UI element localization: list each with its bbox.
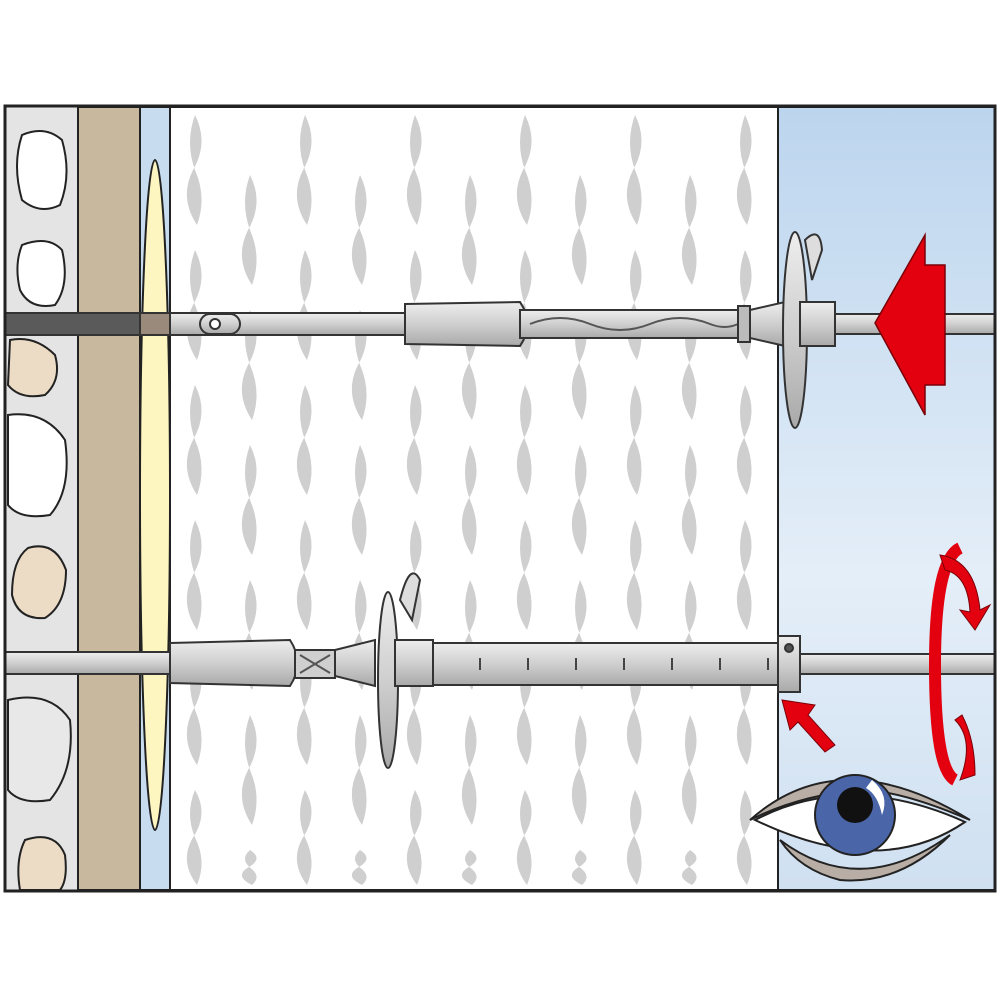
insulation-wave	[351, 850, 367, 885]
insulation-wave	[736, 115, 752, 225]
insulation-wave	[241, 445, 257, 555]
insulation-wave	[571, 715, 587, 825]
insulation-wave	[516, 790, 532, 885]
insulation-wave	[681, 715, 697, 825]
insulation-wave	[296, 520, 312, 630]
insulation-wave	[461, 715, 477, 825]
insulation-wave	[681, 850, 697, 885]
insulation-layer	[169, 106, 779, 891]
insulation-wave	[406, 115, 422, 225]
insulation-wave	[406, 385, 422, 495]
insulation-wave	[626, 790, 642, 885]
insulation-wave	[626, 520, 642, 630]
push-arrow-icon	[874, 232, 946, 416]
anchor-top	[4, 231, 996, 429]
insulation-wave	[241, 715, 257, 825]
insulation-wave	[296, 790, 312, 885]
insulation-wave	[736, 520, 752, 630]
insulation-wave	[571, 850, 587, 885]
insulation-wave	[296, 115, 312, 225]
masonry-layer	[77, 106, 141, 891]
eye-icon	[749, 774, 971, 882]
insulation-wave	[351, 175, 367, 285]
insulation-wave	[296, 385, 312, 495]
anchor-bottom	[4, 572, 996, 769]
insulation-wave	[351, 445, 367, 555]
insulation-wave	[681, 445, 697, 555]
insulation-wave	[516, 115, 532, 225]
insulation-wave	[351, 715, 367, 825]
insulation-wave	[186, 790, 202, 885]
insulation-wave	[186, 115, 202, 225]
insulation-wave	[736, 385, 752, 495]
insulation-wave	[626, 385, 642, 495]
adhesive-bead	[139, 159, 171, 831]
insulation-wave	[681, 175, 697, 285]
insulation-wave	[186, 385, 202, 495]
insulation-wave	[516, 385, 532, 495]
stones	[6, 130, 72, 891]
check-arrow-icon	[781, 699, 836, 753]
insulation-wave	[186, 520, 202, 630]
insulation-wave	[241, 310, 257, 420]
insulation-wave	[516, 520, 532, 630]
insulation-wave	[571, 175, 587, 285]
insulation-wave	[406, 790, 422, 885]
insulation-wave	[461, 445, 477, 555]
frame	[3, 104, 997, 893]
insulation-wave	[351, 310, 367, 420]
insulation-wave	[736, 790, 752, 885]
insulation-wave	[626, 115, 642, 225]
insulation-wave	[461, 175, 477, 285]
insulation-wave	[296, 655, 312, 765]
insulation-wave	[571, 445, 587, 555]
insulation-wave	[241, 175, 257, 285]
insulation-wave	[241, 850, 257, 885]
rotate-arrow-icon	[928, 542, 992, 786]
insulation-wave	[461, 850, 477, 885]
